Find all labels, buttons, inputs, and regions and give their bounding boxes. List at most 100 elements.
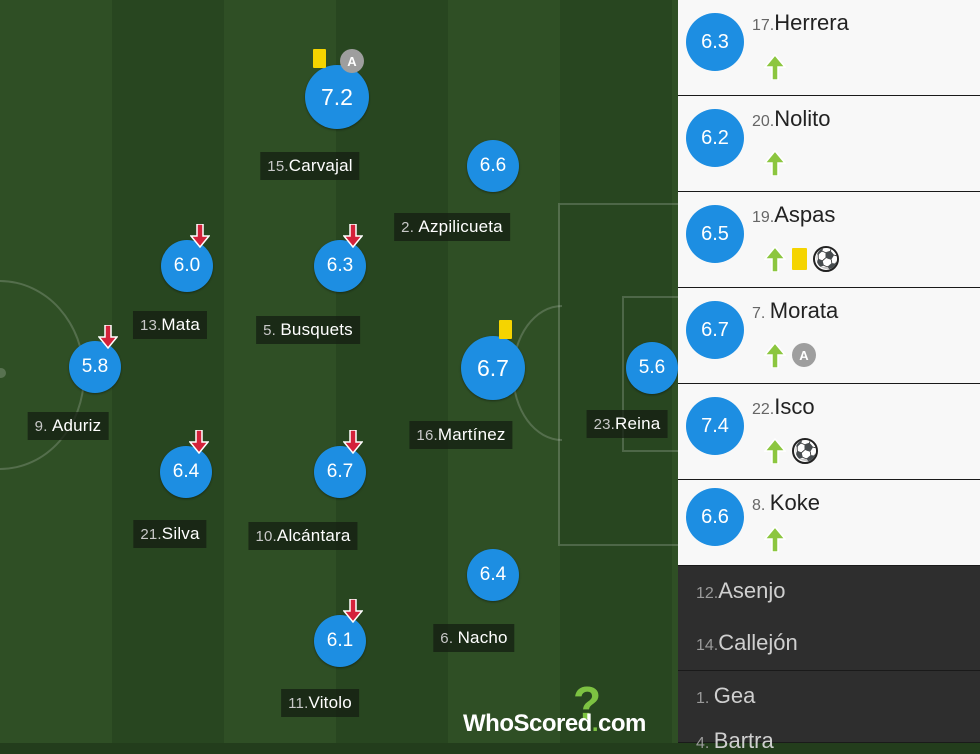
bench-player-name: 20.Nolito bbox=[752, 106, 831, 132]
player-name-label: Herrera bbox=[774, 10, 849, 35]
player-name[interactable]: 6. Nacho bbox=[433, 624, 515, 652]
player-name-label: Aspas bbox=[774, 202, 836, 227]
bench-rating: 6.6 bbox=[686, 488, 744, 546]
player-number: 21. bbox=[140, 526, 162, 543]
event-icons bbox=[763, 148, 787, 178]
bench-row-koke[interactable]: 6.6 8. Koke bbox=[678, 480, 980, 566]
player-name-label: Busquets bbox=[280, 320, 353, 339]
player-name-label: Martínez bbox=[437, 425, 506, 444]
player-name-label: Silva bbox=[161, 524, 200, 543]
player-name[interactable]: 2. Azpilicueta bbox=[394, 213, 510, 241]
player-number: 2. bbox=[401, 219, 419, 236]
goal-box bbox=[622, 296, 678, 452]
reserve-row-bartra[interactable]: 4. Bartra bbox=[678, 722, 980, 753]
player-name[interactable]: 16.Martínez bbox=[409, 421, 513, 449]
bench-player-name: 17.Herrera bbox=[752, 10, 849, 36]
player-rating[interactable]: 6.6 bbox=[467, 140, 519, 192]
player-name-label: Azpilicueta bbox=[418, 217, 503, 236]
event-icons bbox=[763, 52, 787, 82]
player-name[interactable]: 21.Silva bbox=[133, 520, 207, 548]
player-number: 14. bbox=[696, 637, 719, 654]
player-number: 1. bbox=[696, 690, 714, 707]
yellow-card-icon bbox=[792, 248, 807, 270]
player-number: 12. bbox=[696, 585, 719, 602]
player-rating[interactable]: 7.2 bbox=[305, 65, 369, 129]
player-number: 8. bbox=[752, 497, 770, 514]
player-name-label: Mata bbox=[161, 315, 201, 334]
sub-off-arrow-icon bbox=[188, 429, 210, 455]
player-name-label: Isco bbox=[774, 394, 815, 419]
player-rating[interactable]: 6.4 bbox=[467, 549, 519, 601]
reserve-row-gea[interactable]: 1. Gea bbox=[678, 671, 980, 724]
player-name-label: Aduriz bbox=[51, 416, 102, 435]
bench-player-name: 22.Isco bbox=[752, 394, 815, 420]
player-name-label: Asenjo bbox=[718, 578, 786, 603]
reserve-row-asenjo[interactable]: 12.Asenjo bbox=[678, 566, 980, 619]
bench-rating: 6.3 bbox=[686, 13, 744, 71]
sub-on-arrow-icon bbox=[763, 245, 787, 273]
player-rating[interactable]: 6.4 bbox=[160, 446, 212, 498]
reserve-row-callejón[interactable]: 14.Callejón bbox=[678, 618, 980, 671]
goal-ball-icon: ⚽ bbox=[813, 246, 839, 272]
yellow-card-icon bbox=[313, 49, 326, 68]
sub-off-arrow-icon bbox=[342, 223, 364, 249]
player-name-label: Carvajal bbox=[288, 156, 353, 175]
reserve-player-name: 14.Callejón bbox=[696, 630, 798, 656]
sub-on-arrow-icon bbox=[763, 437, 787, 465]
player-number: 5. bbox=[263, 322, 281, 339]
player-name-label: Reina bbox=[615, 414, 661, 433]
player-number: 15. bbox=[267, 158, 289, 175]
player-rating[interactable]: 6.7 bbox=[314, 446, 366, 498]
player-rating[interactable]: 5.6 bbox=[626, 342, 678, 394]
player-rating[interactable]: 5.8 bbox=[69, 341, 121, 393]
player-rating[interactable]: 6.0 bbox=[161, 240, 213, 292]
yellow-card-icon bbox=[499, 320, 512, 339]
player-number: 6. bbox=[440, 630, 458, 647]
goal-ball-icon: ⚽ bbox=[792, 438, 818, 464]
player-number: 20. bbox=[752, 113, 775, 130]
event-icons: A bbox=[763, 340, 816, 370]
sub-on-arrow-icon bbox=[763, 53, 787, 81]
bench-player-name: 7. Morata bbox=[752, 298, 838, 324]
player-number: 13. bbox=[139, 317, 162, 334]
logo-question-mark: ? bbox=[573, 677, 602, 729]
reserve-player-name: 4. Bartra bbox=[696, 728, 774, 754]
sub-off-arrow-icon bbox=[97, 324, 119, 350]
player-number: 22. bbox=[752, 401, 775, 418]
player-number: 10. bbox=[255, 528, 277, 545]
player-rating[interactable]: 6.3 bbox=[314, 240, 366, 292]
player-name-label: Gea bbox=[713, 683, 756, 708]
player-name[interactable]: 13.Mata bbox=[132, 311, 208, 339]
captain-badge-icon: A bbox=[340, 49, 364, 73]
reserve-player-name: 1. Gea bbox=[696, 683, 755, 709]
player-number: 17. bbox=[752, 17, 775, 34]
player-name[interactable]: 10.Alcántara bbox=[248, 522, 358, 550]
bench-rating: 6.5 bbox=[686, 205, 744, 263]
player-name[interactable]: 23.Reina bbox=[586, 410, 668, 438]
event-icons bbox=[763, 524, 787, 554]
whoscored-logo: ? WhoScored.com bbox=[463, 680, 668, 740]
player-rating[interactable]: 6.1 bbox=[314, 615, 366, 667]
bench-player-name: 19.Aspas bbox=[752, 202, 835, 228]
player-name[interactable]: 15.Carvajal bbox=[260, 152, 360, 180]
player-name[interactable]: 11.Vitolo bbox=[281, 689, 359, 717]
captain-badge-icon: A bbox=[792, 343, 816, 367]
player-name-label: Koke bbox=[769, 490, 820, 515]
player-name[interactable]: 5. Busquets bbox=[256, 316, 360, 344]
player-rating[interactable]: 6.7 bbox=[461, 336, 525, 400]
player-name-label: Nacho bbox=[457, 628, 508, 647]
event-icons: ⚽ bbox=[763, 244, 839, 274]
player-name-label: Alcántara bbox=[276, 526, 351, 545]
sub-off-arrow-icon bbox=[189, 223, 211, 249]
player-number: 11. bbox=[288, 695, 309, 712]
bench-row-herrera[interactable]: 6.3 17.Herrera bbox=[678, 0, 980, 96]
player-name[interactable]: 9. Aduriz bbox=[27, 412, 109, 440]
player-name-label: Morata bbox=[769, 298, 839, 323]
bench-row-aspas[interactable]: 6.5 19.Aspas ⚽ bbox=[678, 192, 980, 288]
bench-rating: 6.7 bbox=[686, 301, 744, 359]
